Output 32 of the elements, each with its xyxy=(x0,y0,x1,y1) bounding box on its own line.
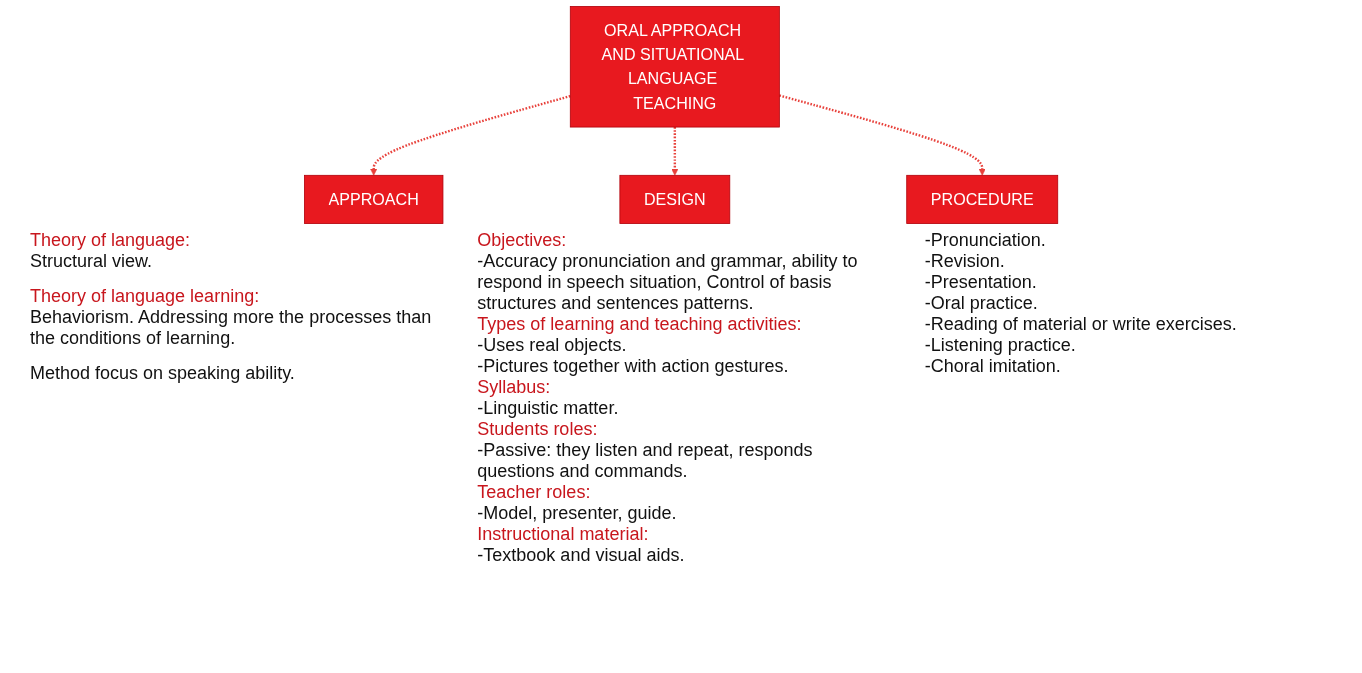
node-box: ORAL APPROACH AND SITUATIONAL LANGUAGE TEACHING xyxy=(569,6,780,128)
section-heading: Syllabus: xyxy=(477,377,552,398)
section-heading: Theory of language: xyxy=(30,230,192,251)
body-text: -Reading of material or write exercises. xyxy=(924,314,1238,335)
section-heading: Students roles: xyxy=(477,419,599,440)
arrow xyxy=(671,127,679,176)
body-text: -Uses real objects. xyxy=(477,335,628,356)
body-text: Behaviorism. Addressing more the processes than the conditions of learning. xyxy=(30,307,433,349)
section-heading: Objectives: xyxy=(477,230,568,251)
body-text: -Pronunciation. xyxy=(924,230,1047,251)
body-text: -Choral imitation. xyxy=(924,356,1062,377)
body-text: -Accuracy pronunciation and grammar, ability to respond in speech situation, Control of basis structures and sentences patterns. xyxy=(477,251,859,314)
section-heading: Instructional material: xyxy=(477,524,650,545)
body-text: -Linguistic matter. xyxy=(477,398,620,419)
body-text: -Textbook and visual aids. xyxy=(477,545,686,566)
node-box: PROCEDURE xyxy=(906,174,1059,224)
body-text: Structural view. xyxy=(30,251,154,272)
body-text: -Listening practice. xyxy=(924,335,1077,356)
arrow xyxy=(778,94,986,176)
body-text: -Passive: they listen and repeat, responds questions and commands. xyxy=(477,440,814,482)
body-text: -Oral practice. xyxy=(924,293,1039,314)
body-text: Method focus on speaking ability. xyxy=(30,363,296,384)
node-box: DESIGN xyxy=(619,174,731,224)
section-heading: Theory of language learning: xyxy=(30,286,261,307)
body-text: -Presentation. xyxy=(924,272,1038,293)
body-text: -Model, presenter, guide. xyxy=(477,503,678,524)
section-heading: Types of learning and teaching activities: xyxy=(477,314,803,335)
body-text: -Revision. xyxy=(924,251,1006,272)
node-box: APPROACH xyxy=(303,174,444,224)
arrow xyxy=(370,94,571,176)
body-text: -Pictures together with action gestures. xyxy=(477,356,790,377)
section-heading: Teacher roles: xyxy=(477,482,592,503)
